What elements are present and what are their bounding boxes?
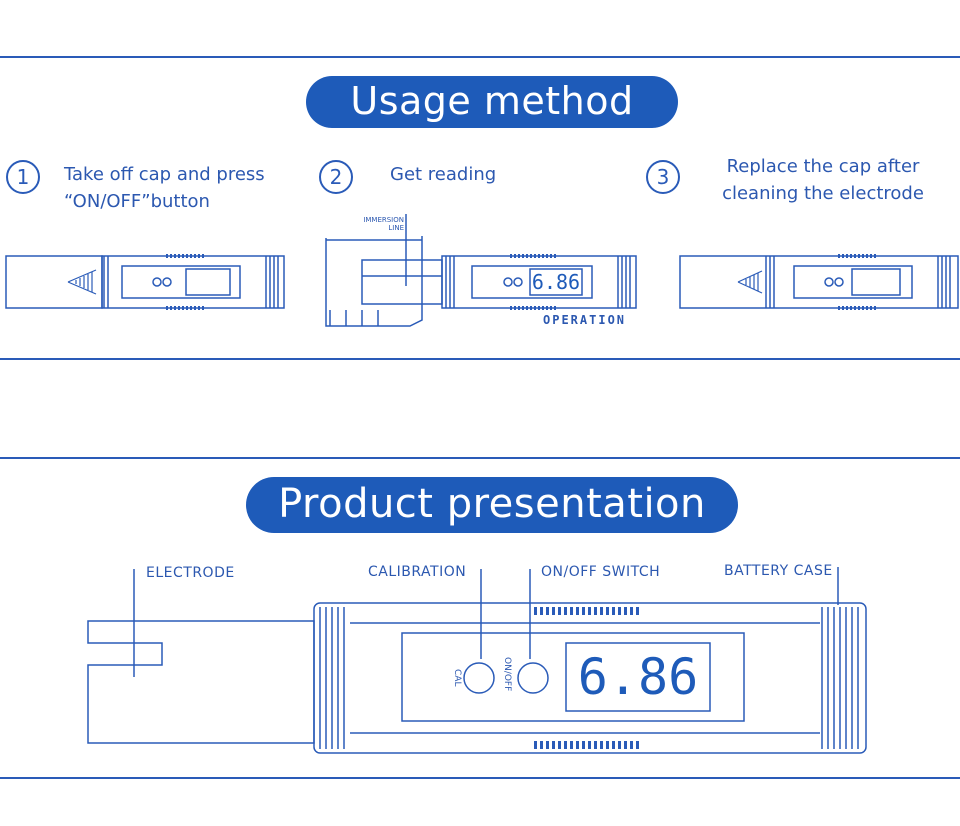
product-diagram	[87, 567, 867, 754]
step-3-number: 3	[646, 160, 680, 194]
cal-button-label: CAL	[452, 669, 462, 687]
onoff-switch-label: ON/OFF SWITCH	[541, 564, 661, 580]
pen-capped-illustration	[679, 254, 959, 310]
product-presentation-panel: Product presentation ELECTRODE CALIBRATI…	[0, 457, 960, 779]
step-1-text: Take off cap and press “ON/OFF”button	[64, 161, 265, 215]
cap-arrow-icon	[737, 270, 763, 294]
step-3-line1: Replace the cap after	[726, 156, 920, 177]
step-2-text: Get reading	[390, 164, 497, 185]
onoff-button-label: ON/OFF	[502, 657, 512, 692]
calibration-label: CALIBRATION	[368, 564, 467, 580]
pen-body-illustration	[313, 602, 867, 754]
immersion-line-label: IMMERSION LINE	[336, 216, 404, 232]
step-3-line2: cleaning the electrode	[722, 183, 924, 204]
product-lcd-reading: 6.86	[577, 648, 699, 706]
step-1-line1: Take off cap and press	[64, 164, 265, 185]
usage-illustrations	[5, 214, 959, 327]
step-3-text: Replace the cap after cleaning the elect…	[708, 153, 938, 207]
pen-reading-illustration	[441, 254, 637, 310]
electrode-label: ELECTRODE	[146, 565, 235, 581]
usage-lcd-reading: 6.86	[531, 270, 581, 294]
immersion-line-label-1: IMMERSION	[363, 216, 404, 224]
usage-method-panel: Usage method 1 Take off cap and press “O…	[0, 56, 960, 360]
product-presentation-title: Product presentation	[246, 477, 738, 533]
onoff-button-icon	[517, 662, 549, 694]
cal-button-icon	[463, 662, 495, 694]
pen-uncapped-illustration	[5, 254, 285, 310]
step-1-number: 1	[6, 160, 40, 194]
electrode-illustration	[87, 620, 315, 744]
operation-label: OPERATION	[543, 313, 627, 327]
step-1-line2: “ON/OFF”button	[64, 191, 210, 212]
usage-method-title: Usage method	[306, 76, 678, 128]
step-2-number: 2	[319, 160, 353, 194]
beaker-illustration	[325, 214, 443, 327]
immersion-line-label-2: LINE	[388, 224, 404, 232]
press-arrow-icon	[67, 269, 97, 295]
battery-case-label: BATTERY CASE	[724, 563, 833, 579]
